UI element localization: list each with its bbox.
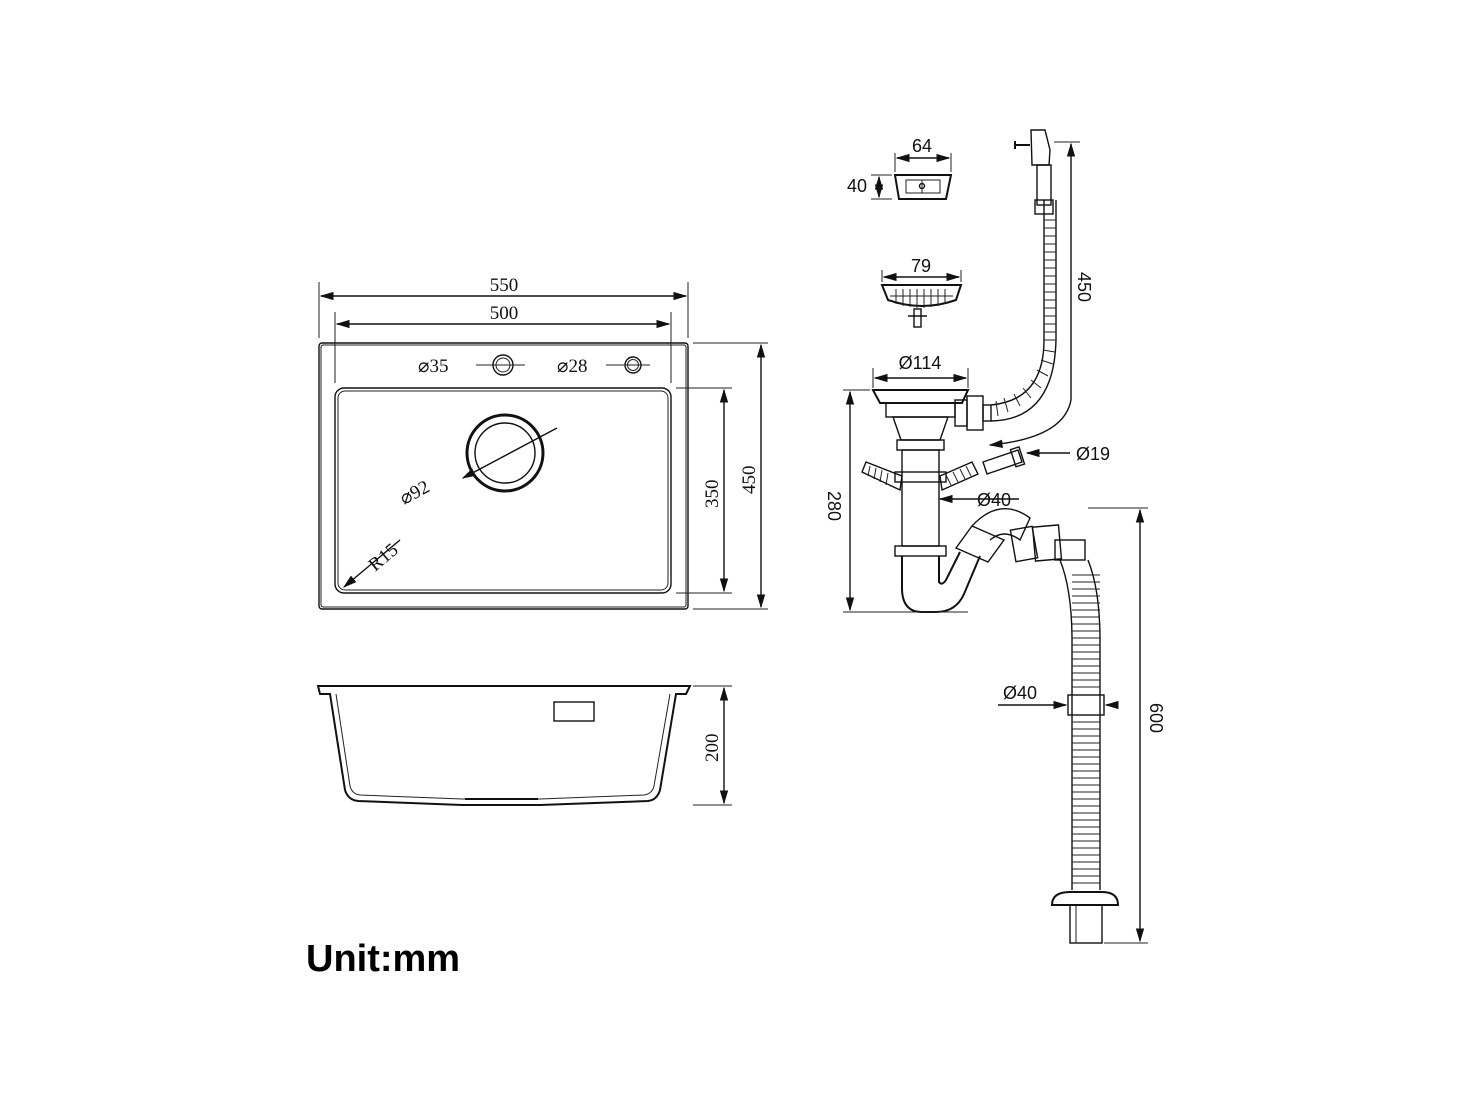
drain-assembly: Ø114 Ø40: [824, 129, 1166, 944]
branch-right: [939, 461, 979, 492]
branch-diameter-label: Ø40: [977, 490, 1011, 510]
overall-width-label: 550: [490, 275, 519, 296]
flange-diameter-label: Ø114: [899, 353, 942, 373]
branch-left: [861, 461, 903, 492]
overflow-cover: 64 40: [847, 136, 953, 200]
overflow-connector-label: Ø19: [1076, 444, 1110, 464]
inner-width-label: 500: [490, 303, 519, 324]
overflow-hose: [990, 129, 1057, 422]
soap-hole-label: ⌀28: [557, 356, 587, 377]
drain-hole: [465, 413, 545, 493]
overflow-hose-length-label: 450: [1074, 272, 1094, 302]
inner-depth-label: 350: [702, 480, 723, 509]
sink-inner-bowl: [334, 387, 672, 594]
tap-hole-label: ⌀35: [418, 356, 448, 377]
strainer-basket: 79: [880, 256, 963, 328]
overall-depth-label: 450: [739, 466, 760, 495]
outlet-hose: [1050, 559, 1120, 944]
drain-flange: [871, 389, 970, 404]
sink-outer-rim: [318, 342, 689, 610]
overflow-connector: [982, 446, 1026, 475]
drain-hole-label: ⌀92: [396, 477, 433, 510]
outlet-hose-diameter-label: Ø40: [1003, 683, 1037, 703]
drain-height-label: 280: [824, 491, 844, 521]
corner-radius-label: R15: [365, 539, 403, 575]
strainer-width-label: 79: [911, 256, 931, 276]
overflow-cover-width: 64: [912, 136, 932, 156]
sink-side-view: 200: [316, 685, 732, 806]
bowl-depth-label: 200: [702, 734, 723, 763]
sink-top-view: ⌀35 ⌀28 ⌀92 R15 550 500 350 450: [318, 275, 768, 610]
outlet-hose-length-label: 600: [1146, 703, 1166, 733]
sink-side-profile: [316, 685, 692, 806]
overflow-cover-height: 40: [847, 176, 867, 196]
unit-label: Unit:mm: [306, 938, 461, 980]
overflow-slot: [553, 701, 595, 722]
